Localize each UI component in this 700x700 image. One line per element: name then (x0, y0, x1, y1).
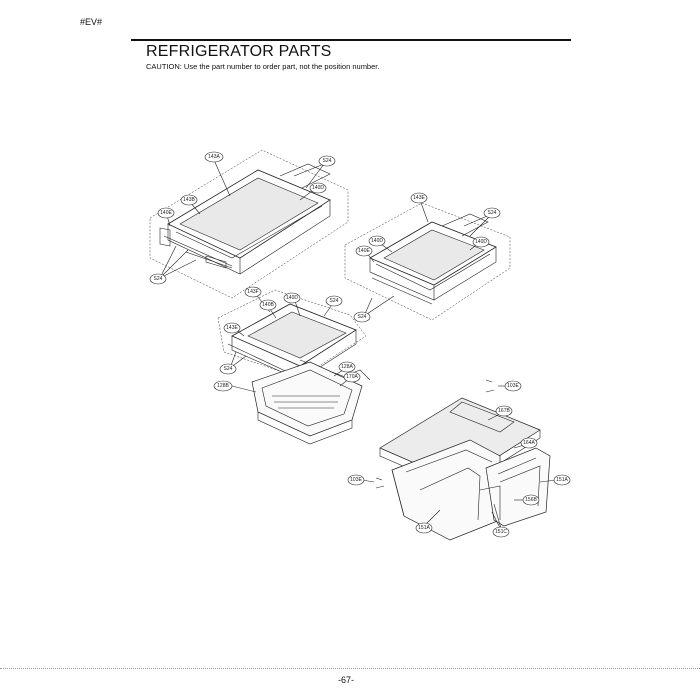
callout-S24-middle-top: S24 (325, 295, 343, 307)
callout-140D-middle: 140D (283, 292, 301, 304)
upper-right-shelf-assembly (344, 202, 511, 321)
svg-text:140D: 140D (286, 295, 298, 301)
svg-text:143E: 143E (226, 325, 238, 331)
callout-S24-right-top: S24 (483, 207, 501, 219)
callout-S24-left: S24 (149, 273, 167, 285)
screw-set-lower (375, 477, 385, 489)
callout-128B: 128B (213, 380, 233, 392)
svg-text:S24: S24 (488, 210, 497, 216)
svg-text:167B: 167B (498, 408, 510, 414)
callout-143B: 143B (180, 194, 198, 206)
callout-143A: 143A (204, 151, 224, 163)
crisper-drawer (251, 361, 371, 445)
callout-143E-right: 143E (410, 192, 428, 204)
callout-140E-left: 140E (157, 207, 175, 219)
svg-text:S24: S24 (154, 276, 163, 282)
callout-S24-right-bottom: S24 (353, 311, 371, 323)
svg-text:170A: 170A (346, 374, 358, 380)
svg-text:140D: 140D (475, 239, 487, 245)
screw-set-upper (485, 379, 495, 393)
svg-text:140E: 140E (358, 248, 370, 254)
callout-151C: 151C (492, 526, 510, 538)
callout-140B: 140B (259, 299, 277, 311)
callout-128A: 128A (338, 361, 356, 373)
callout-103E-lower: 103E (347, 474, 365, 486)
callout-103E-upper: 103E (504, 380, 522, 392)
callout-170A: 170A (343, 371, 361, 383)
svg-text:S24: S24 (330, 298, 339, 304)
svg-text:140D: 140D (312, 185, 324, 191)
callout-167B: 167B (495, 405, 513, 417)
document-tag: #EV# (80, 17, 103, 27)
callout-140D-top: 140D (309, 182, 327, 194)
page-number: -67- (338, 675, 355, 685)
vegetable-bin-assembly (379, 397, 551, 541)
callout-164A: 164A (520, 437, 538, 449)
callout-S24-middle-left: S24 (219, 363, 237, 375)
svg-text:156B: 156B (525, 497, 537, 503)
upper-left-shelf-assembly (149, 149, 349, 299)
svg-text:140E: 140E (160, 210, 172, 216)
svg-text:140D: 140D (371, 238, 383, 244)
svg-text:143B: 143B (183, 197, 195, 203)
callout-156B: 156B (522, 494, 540, 506)
svg-text:S24: S24 (224, 366, 233, 372)
svg-text:143E: 143E (413, 195, 425, 201)
svg-text:S24: S24 (358, 314, 367, 320)
svg-text:S24: S24 (323, 158, 332, 164)
callout-140E-right: 140E (355, 245, 373, 257)
svg-text:151C: 151C (495, 529, 507, 535)
callout-143F: 143F (244, 286, 262, 298)
callout-140D-right: 140D (472, 236, 490, 248)
svg-text:103E: 103E (507, 383, 519, 389)
callout-151A-right: 151A (553, 474, 571, 486)
svg-text:103E: 103E (350, 477, 362, 483)
svg-text:151A: 151A (556, 477, 568, 483)
callout-S24-top: S24 (318, 155, 336, 167)
page-title: REFRIGERATOR PARTS (146, 43, 332, 60)
svg-text:143F: 143F (247, 289, 258, 295)
callout-140D-right-left: 140D (368, 235, 386, 247)
callout-151A-left: 151A (415, 522, 433, 534)
footer-rule (0, 668, 700, 669)
middle-left-shelf-assembly (217, 289, 367, 395)
svg-text:128A: 128A (341, 364, 353, 370)
svg-text:151A: 151A (418, 525, 430, 531)
svg-text:140B: 140B (262, 302, 274, 308)
svg-text:128B: 128B (217, 383, 229, 389)
title-rule (131, 39, 571, 41)
caution-note: CAUTION: Use the part number to order pa… (146, 62, 380, 71)
svg-text:164A: 164A (523, 440, 535, 446)
callout-143E-middle: 143E (223, 322, 241, 334)
svg-text:143A: 143A (208, 154, 220, 160)
